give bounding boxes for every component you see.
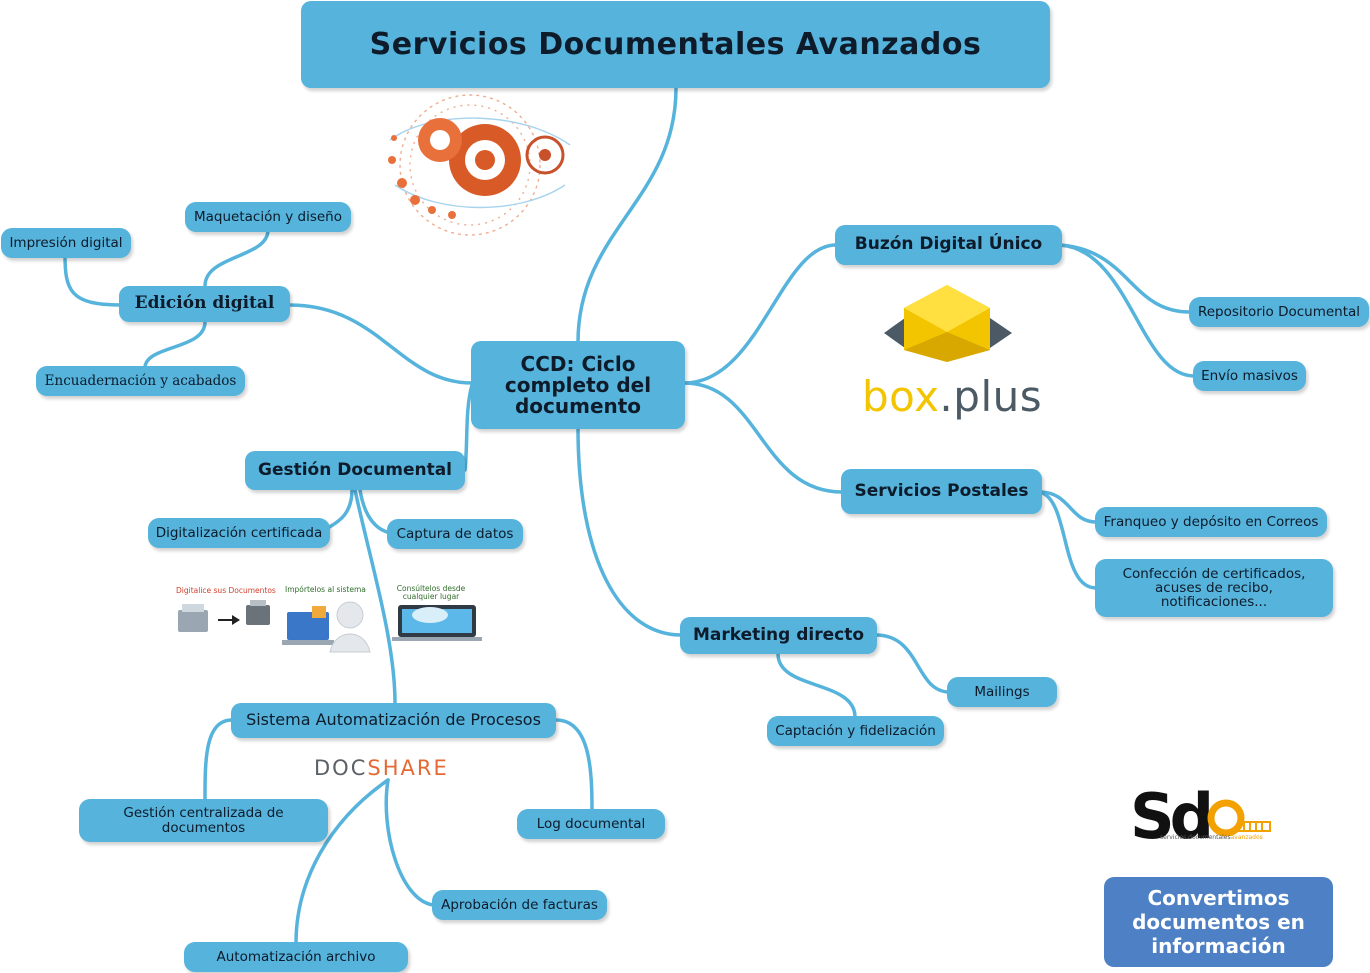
docshare-logo-part1: DOC	[314, 756, 368, 780]
step-importelos: Impórtelos al sistema	[285, 585, 366, 594]
gears-illustration	[388, 94, 571, 236]
branch-buzon-digital[interactable]: Buzón Digital Único	[835, 225, 1062, 265]
leaf-envio-masivos[interactable]: Envío masivos	[1193, 361, 1306, 391]
docshare-logo-part2: SHARE	[367, 756, 449, 780]
leaf-aprobacion-facturas[interactable]: Aprobación de facturas	[432, 890, 607, 920]
sda-logo: Sd	[1130, 780, 1271, 853]
leaf-log-documental[interactable]: Log documental	[517, 809, 665, 839]
center-node[interactable]: CCD: Ciclo completo del documento	[471, 341, 685, 429]
sda-tagline-b: avanzados	[1230, 834, 1263, 841]
svg-text:Sd: Sd	[1130, 780, 1210, 853]
leaf-label: Gestión centralizada de documentos	[123, 805, 284, 836]
leaf-label: Captación y fidelización	[775, 722, 936, 739]
leaf-label: Repositorio Documental	[1197, 303, 1361, 320]
leaf-repositorio-documental[interactable]: Repositorio Documental	[1189, 297, 1369, 327]
branch-marketing-directo[interactable]: Marketing directo	[680, 617, 877, 654]
sda-tagline: servicios documentalesavanzados	[1160, 834, 1263, 841]
envelope-icon	[884, 285, 1012, 362]
leaf-label: Franqueo y depósito en Correos	[1103, 513, 1319, 530]
leaf-mailings[interactable]: Mailings	[947, 677, 1057, 707]
leaf-label: Digitalización certificada	[155, 524, 323, 541]
leaf-maquetacion[interactable]: Maquetación y diseño	[185, 202, 351, 232]
leaf-encuadernacion[interactable]: Encuadernación y acabados	[36, 366, 245, 396]
branch-label: Servicios Postales	[854, 480, 1029, 501]
leaf-label: Automatización archivo	[216, 948, 376, 965]
leaf-gestion-centralizada[interactable]: Gestión centralizada de documentos	[79, 799, 328, 842]
leaf-label: Envío masivos	[1201, 367, 1298, 384]
boxplus-logo: box.plus	[862, 372, 1042, 421]
center-node-label: CCD: Ciclo completo del documento	[504, 351, 652, 418]
step-digitalice: Digitalice sus Documentos	[176, 586, 276, 595]
leaf-label: Aprobación de facturas	[441, 896, 598, 913]
step-consultelos: Consúltelos desde cualquier lugar	[396, 584, 466, 602]
branch-label: Edición digital	[134, 293, 275, 314]
leaf-digitalizacion[interactable]: Digitalización certificada	[148, 518, 330, 548]
leaf-label: Captura de datos	[396, 525, 514, 542]
branch-label: Buzón Digital Único	[854, 234, 1043, 255]
leaf-franqueo[interactable]: Franqueo y depósito en Correos	[1095, 507, 1327, 537]
leaf-confeccion-certificados[interactable]: Confección de certificados, acuses de re…	[1095, 559, 1333, 617]
leaf-impresion[interactable]: Impresión digital	[1, 228, 131, 258]
branch-label: Marketing directo	[692, 624, 865, 645]
boxplus-logo-part2: .	[939, 372, 954, 421]
sda-tagline-a: servicios documentales	[1160, 834, 1231, 841]
docshare-logo: DOCSHARE	[314, 756, 449, 780]
leaf-captacion[interactable]: Captación y fidelización	[767, 716, 944, 746]
diagram-title-text: Servicios Documentales Avanzados	[369, 26, 982, 62]
branch-label: Gestión Documental	[258, 459, 452, 480]
slogan-box: Convertimos documentos en información	[1104, 877, 1333, 967]
leaf-label: Confección de certificados, acuses de re…	[1122, 565, 1306, 611]
document-workflow-illustration	[178, 600, 482, 653]
diagram-title: Servicios Documentales Avanzados	[301, 1, 1050, 88]
branch-sistema-automatizacion[interactable]: Sistema Automatización de Procesos	[231, 703, 556, 738]
leaf-label: Encuadernación y acabados	[44, 372, 237, 389]
leaf-label: Log documental	[536, 815, 646, 832]
branch-servicios-postales[interactable]: Servicios Postales	[841, 469, 1042, 514]
leaf-label: Maquetación y diseño	[194, 208, 342, 225]
branch-edicion-digital[interactable]: Edición digital	[119, 286, 290, 322]
leaf-automatizacion-archivo[interactable]: Automatización archivo	[184, 942, 408, 972]
leaf-captura-datos[interactable]: Captura de datos	[387, 519, 523, 549]
leaf-label: Mailings	[974, 683, 1030, 700]
branch-label: Sistema Automatización de Procesos	[246, 710, 541, 730]
branch-gestion-documental[interactable]: Gestión Documental	[245, 451, 465, 490]
leaf-label: Impresión digital	[9, 234, 123, 251]
boxplus-logo-part1: box	[862, 372, 940, 421]
boxplus-logo-part3: plus	[953, 372, 1043, 421]
